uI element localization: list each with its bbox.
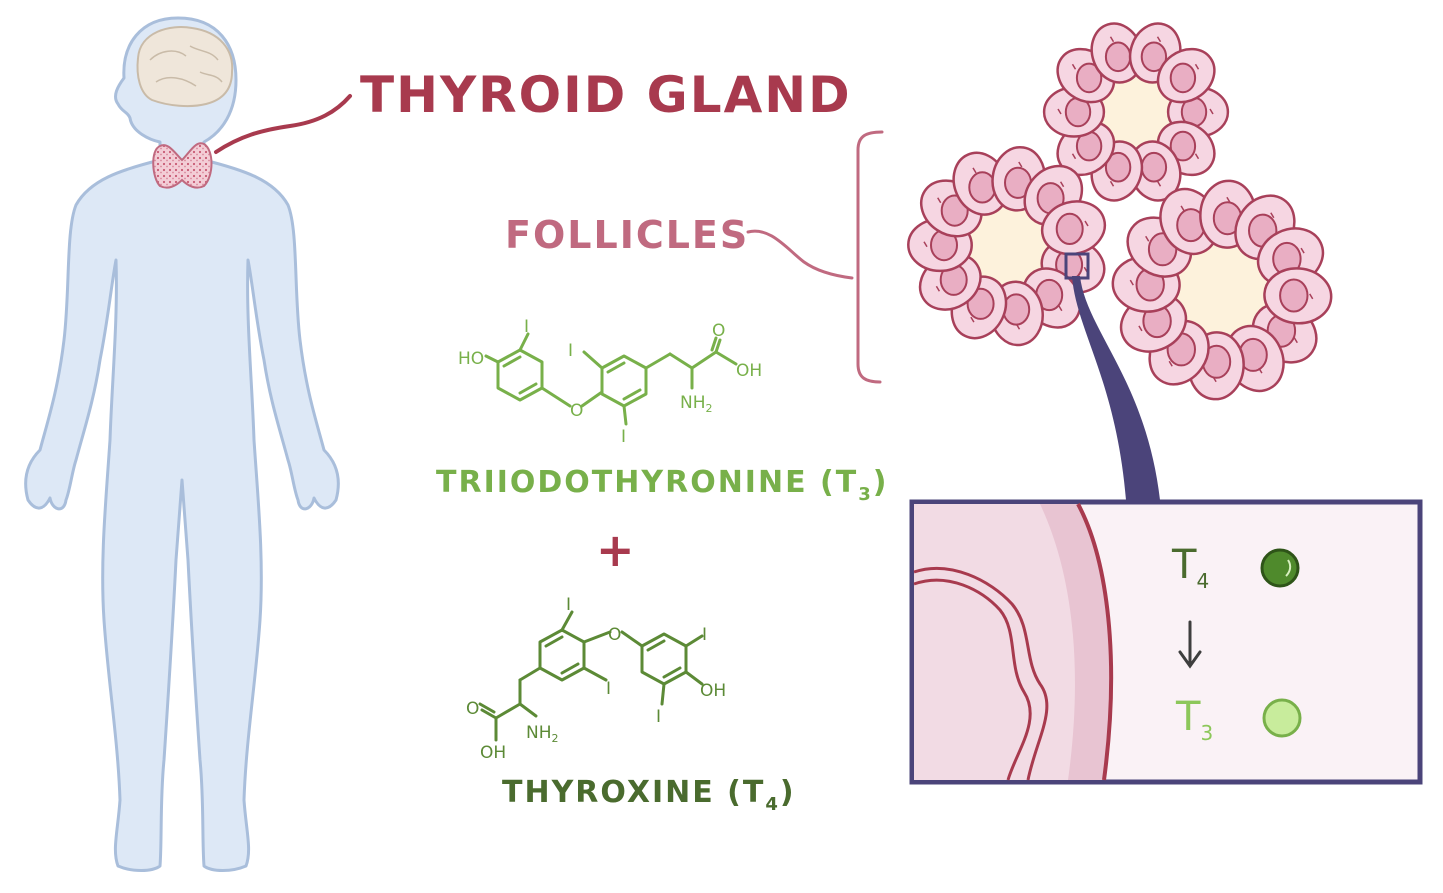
t3-label: T3	[1175, 694, 1213, 745]
t4-iodine-4: I	[656, 707, 661, 727]
t3-molecule-dot	[1262, 698, 1302, 738]
colloid	[1169, 237, 1275, 343]
t3-iodine-2: I	[568, 341, 573, 361]
zoom-connector	[1072, 276, 1160, 500]
follicles-connector	[746, 229, 854, 280]
t3-structure	[484, 332, 738, 426]
cell-membrane	[1076, 503, 1114, 781]
t4-iodine-2: I	[606, 679, 611, 699]
human-body	[24, 16, 340, 872]
t4-iodine-3: I	[702, 625, 707, 645]
t3-ho: HO	[458, 349, 484, 369]
gland-label: THYROID GLAND	[360, 66, 852, 124]
colloid	[961, 199, 1055, 293]
endoplasmic-reticulum	[913, 566, 1049, 781]
cell-nucleus	[1002, 293, 1031, 326]
t4-oxygen-carbonyl: O	[466, 699, 479, 719]
follicles-bracket	[856, 130, 884, 384]
t4-nh2: NH2	[526, 723, 559, 745]
t3-name: TRIIODOTHYRONINE (T3)	[436, 465, 888, 505]
t4-structure	[478, 610, 704, 742]
t3-oh: OH	[736, 361, 762, 381]
follicles-label: FOLLICLES	[505, 213, 749, 257]
t4-oh-acid: OH	[480, 743, 506, 763]
cell-nucleus	[968, 171, 997, 204]
t3-iodine-1: I	[524, 317, 529, 337]
follicle	[1042, 22, 1230, 202]
conversion-arrow	[1178, 620, 1202, 669]
cell-nucleus	[1169, 62, 1197, 94]
plus-sign: +	[596, 523, 637, 577]
cell-nucleus	[1104, 41, 1132, 73]
cell-nucleus	[1140, 151, 1168, 183]
follicle	[1111, 179, 1333, 401]
brain	[136, 26, 234, 108]
zoom-inset: T4 T3	[909, 499, 1423, 785]
t4-oh-ring: OH	[700, 681, 726, 701]
colloid	[1094, 70, 1178, 154]
cell-nucleus	[1075, 62, 1103, 94]
gland-leader-line	[214, 94, 352, 154]
follicle	[907, 145, 1107, 347]
t3-nh2: NH2	[680, 393, 713, 415]
t4-oxygen-bridge: O	[608, 625, 621, 645]
t3-oxygen-carbonyl: O	[712, 321, 725, 341]
thyroid-gland-shape	[152, 142, 213, 189]
t3-atoms: HO I I I O O OH NH2	[458, 317, 762, 447]
cell-nucleus	[1169, 130, 1197, 162]
t4-name: THYROXINE (T4)	[502, 775, 796, 815]
body-silhouette	[24, 16, 340, 872]
t4-iodine-1: I	[566, 595, 571, 615]
t4-label: T4	[1171, 542, 1209, 593]
cell-nucleus	[1279, 278, 1309, 313]
cell-nucleus	[1055, 212, 1084, 245]
thyroid-follicles	[907, 22, 1333, 401]
t3-iodine-3: I	[621, 427, 626, 447]
cell-nucleus	[1104, 151, 1132, 183]
t4-molecule-dot	[1260, 548, 1300, 588]
cell-nucleus	[1140, 41, 1168, 73]
t4-atoms: I I I I O O OH OH NH2	[466, 595, 726, 763]
t3-oxygen-bridge: O	[570, 401, 583, 421]
